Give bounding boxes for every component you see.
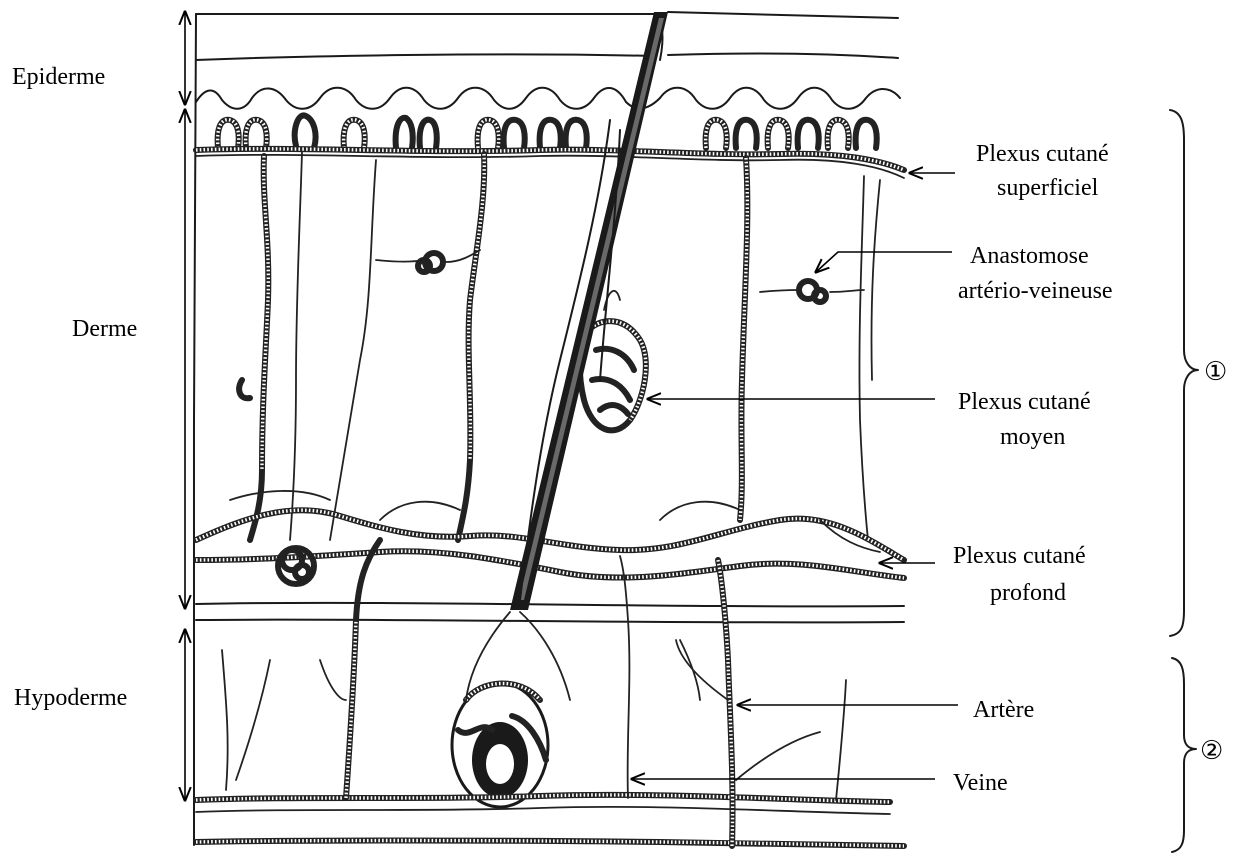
arrow-anastomose [816, 252, 952, 272]
label-hypoderme: Hypoderme [14, 685, 127, 711]
label-plexus-superficiel-2: superficiel [997, 175, 1099, 201]
label-group2: ② [1200, 736, 1223, 766]
anastomosis-coils [376, 250, 864, 302]
label-anastomose-1: Anastomose [970, 243, 1089, 269]
label-plexus-moyen-2: moyen [1000, 424, 1065, 450]
label-group1: ① [1204, 357, 1227, 387]
label-derme: Derme [72, 316, 137, 342]
label-anastomose-2: artério-veineuse [958, 278, 1113, 304]
papillary-loops [218, 115, 877, 148]
label-plexus-superficiel-1: Plexus cutané [976, 141, 1109, 167]
label-epiderme: Epiderme [12, 64, 105, 90]
brace-group2 [1172, 658, 1196, 852]
label-veine: Veine [953, 770, 1008, 796]
brace-group1 [1170, 110, 1198, 636]
label-plexus-profond-2: profond [990, 580, 1066, 606]
label-plexus-profond-1: Plexus cutané [953, 543, 1086, 569]
label-artere: Artère [973, 697, 1034, 723]
skin-illustration [194, 12, 904, 846]
epidermis-boundary [196, 88, 900, 109]
dermal-vertical-vessels [239, 152, 880, 540]
label-plexus-moyen-1: Plexus cutané [958, 389, 1091, 415]
